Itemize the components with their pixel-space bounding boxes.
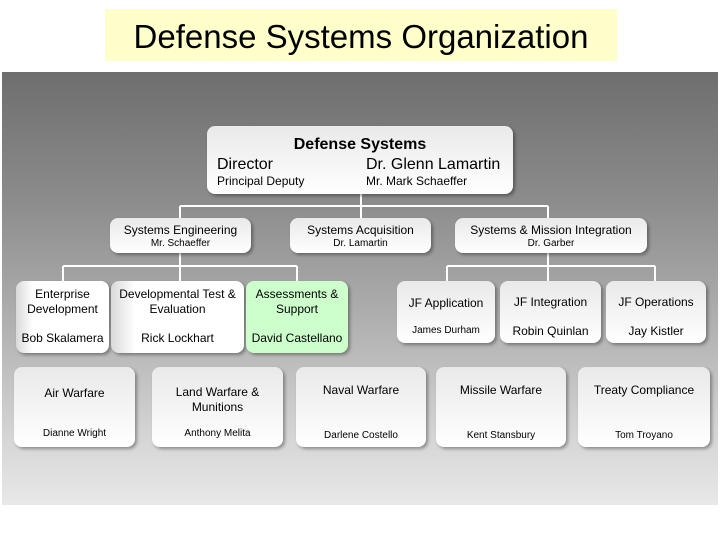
unit-name: Air Warfare <box>44 386 105 400</box>
unit-naval-warfare: Naval Warfare Darlene Costello <box>296 367 426 447</box>
division-name: Systems Engineering <box>123 223 238 237</box>
unit-air-warfare: Air Warfare Dianne Wright <box>14 367 135 447</box>
top-office-box: Defense Systems Director Dr. Glenn Lamar… <box>207 126 513 194</box>
slide-title: Defense Systems Organization <box>133 18 589 55</box>
unit-jf-integration: JF Integration Robin Quinlan <box>500 281 601 343</box>
unit-jf-application: JF Application James Durham <box>397 281 495 343</box>
unit-name: Naval Warfare <box>322 383 400 397</box>
division-lead: Mr. Schaeffer <box>150 238 211 249</box>
unit-lead: Darlene Costello <box>324 430 398 441</box>
unit-assessments-support: Assessments & Support David Castellano <box>246 281 348 353</box>
director-label: Director <box>217 156 274 173</box>
unit-lead: Robin Quinlan <box>512 324 589 338</box>
unit-name: Assessments & Support <box>255 287 339 316</box>
unit-name: JF Integration <box>513 295 588 309</box>
unit-name: Missile Warfare <box>459 383 543 397</box>
unit-jf-operations: JF Operations Jay Kistler <box>606 281 706 343</box>
unit-name: Treaty Compliance <box>593 383 695 397</box>
deputy-name: Mr. Mark Schaeffer <box>366 174 468 188</box>
unit-name: JF Operations <box>618 295 694 309</box>
division-name: Systems & Mission Integration <box>470 223 632 237</box>
unit-lead: James Durham <box>412 325 480 336</box>
unit-lead: Tom Troyano <box>615 430 673 441</box>
unit-developmental-test: Developmental Test & Evaluation Rick Loc… <box>111 281 244 353</box>
unit-name: Developmental Test & Evaluation <box>119 287 236 316</box>
slide-title-box: Defense Systems Organization <box>105 9 617 61</box>
unit-lead: David Castellano <box>251 331 343 345</box>
unit-lead: Dianne Wright <box>42 428 107 439</box>
director-name: Dr. Glenn Lamartin <box>366 156 501 173</box>
unit-lead: Rick Lockhart <box>141 331 214 345</box>
unit-treaty-compliance: Treaty Compliance Tom Troyano <box>578 367 710 447</box>
unit-name: Land Warfare & Munitions <box>175 385 260 414</box>
unit-enterprise-development: Enterprise Development Bob Skalamera <box>16 281 109 353</box>
division-systems-acquisition: Systems Acquisition Dr. Lamartin <box>290 218 431 253</box>
unit-name: Enterprise Development <box>27 287 98 316</box>
top-office-name: Defense Systems <box>293 136 427 153</box>
unit-missile-warfare: Missile Warfare Kent Stansbury <box>436 367 566 447</box>
division-lead: Dr. Lamartin <box>333 238 388 249</box>
unit-lead: Anthony Melita <box>184 428 251 439</box>
deputy-label: Principal Deputy <box>217 174 305 188</box>
unit-lead: Bob Skalamera <box>21 331 104 345</box>
unit-name: JF Application <box>408 296 484 310</box>
unit-lead: Kent Stansbury <box>466 430 536 441</box>
division-systems-mission-integration: Systems & Mission Integration Dr. Garber <box>455 218 647 253</box>
division-lead: Dr. Garber <box>527 238 575 249</box>
division-systems-engineering: Systems Engineering Mr. Schaeffer <box>110 218 251 253</box>
unit-land-warfare: Land Warfare & Munitions Anthony Melita <box>152 367 283 447</box>
unit-lead: Jay Kistler <box>628 324 684 338</box>
division-name: Systems Acquisition <box>307 223 414 237</box>
